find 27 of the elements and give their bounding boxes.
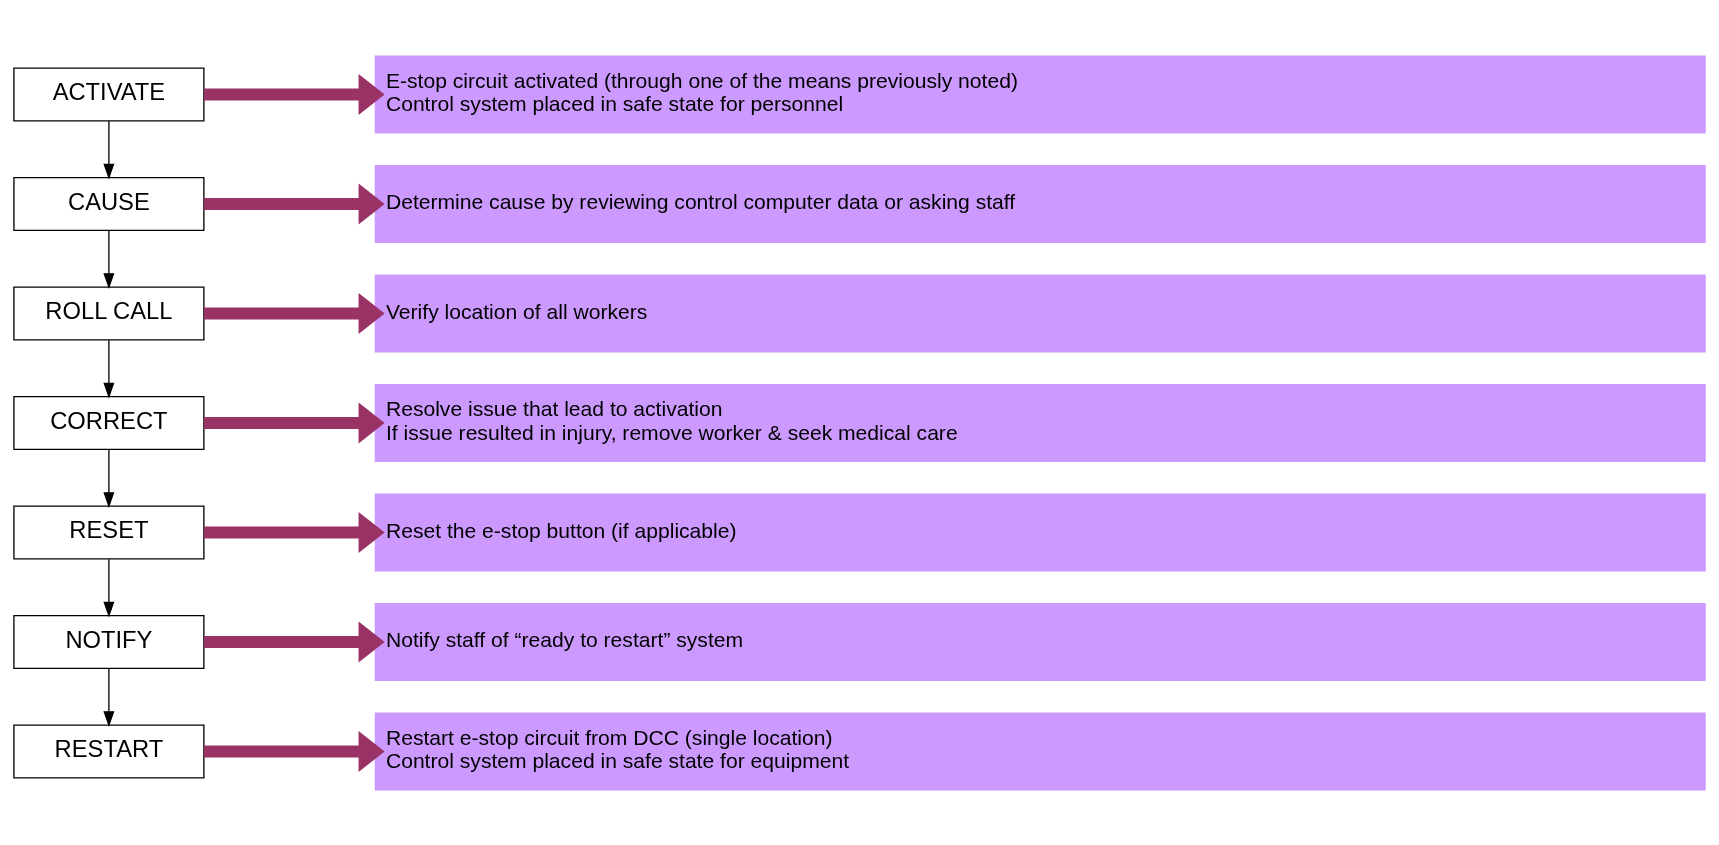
arrow: [203, 511, 385, 553]
node-box: Verify location of all workers: [374, 274, 1706, 352]
node-box: E-stop circuit activated (through one of the means previously noted) Control system placed in safe state for personnel: [374, 55, 1706, 133]
node-box: Restart e-stop circuit from DCC (single location) Control system placed in safe state for equipment: [374, 712, 1706, 790]
node-box: CORRECT: [13, 395, 205, 450]
node-box: RESET: [13, 504, 205, 560]
node-box: Notify staff of “ready to restart” system: [374, 602, 1706, 681]
node-box: ACTIVATE: [13, 67, 205, 122]
arrow: [203, 620, 385, 662]
arrow: [203, 730, 385, 772]
node-box: Resolve issue that lead to activation If issue resulted in injury, remove worker & seek medical care: [374, 383, 1706, 462]
arrow: [103, 229, 115, 289]
arrow: [203, 401, 385, 444]
node-box: RESTART: [13, 723, 205, 778]
arrow: [203, 183, 385, 225]
arrow: [103, 339, 115, 399]
node-box: NOTIFY: [13, 614, 205, 669]
arrow: [103, 558, 115, 617]
node-box: Reset the e-stop button (if applicable): [374, 493, 1706, 571]
node-box: CAUSE: [13, 176, 205, 231]
arrow: [203, 73, 385, 115]
node-box: ROLL CALL: [13, 285, 205, 341]
arrow: [103, 448, 115, 508]
node-box: Determine cause by reviewing control computer data or asking staff: [374, 164, 1706, 243]
arrow: [103, 120, 115, 180]
arrow: [203, 292, 385, 334]
arrow: [103, 667, 115, 727]
